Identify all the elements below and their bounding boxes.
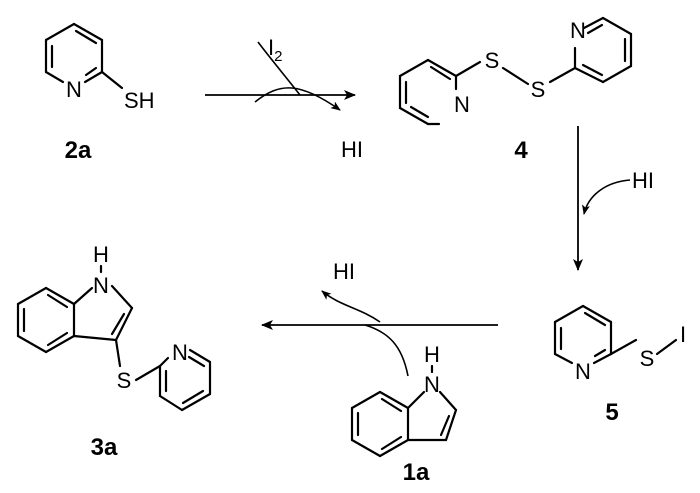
nitrogen-atom-right: N [570,18,586,43]
byproduct-out-curve [321,290,381,323]
hydrogen-atom: H [93,242,109,267]
benzene-ring [16,286,76,354]
compound-3a: H N S N 3a [16,242,212,461]
nitrogen-atom: N [575,359,591,384]
nitrogen-atom: N [424,372,440,397]
compound-label-5: 5 [605,399,618,426]
byproduct-hi-step3: HI [333,259,355,284]
c-s-bond [114,338,122,368]
sulfur-atom: S [640,346,655,371]
reagent-in-curve [582,179,631,215]
compound-5: N S I 5 [553,304,686,426]
hydrogen-atom: H [424,342,440,367]
nitrogen-atom: N [93,273,109,298]
reagent-iodine-symbol: I [268,35,274,60]
sulfur-atom-1: S [485,48,500,73]
pyridine-ring [553,304,638,365]
byproduct-hi-step1: HI [341,137,363,162]
pyridine-ring-left [398,58,482,126]
reagent-in-curve [257,41,301,96]
pyrrole-ring [72,284,134,342]
nitrogen-atom-pyridine: N [172,340,188,365]
compound-label-4: 4 [514,137,528,164]
compound-label-2a: 2a [65,137,92,164]
pyrrole-ring [406,390,458,442]
sulfur-atom: S [117,368,132,393]
disulfide-bond [501,66,530,86]
reaction-arrow-step2: HI [573,126,654,271]
nitrogen-atom-left: N [454,92,470,117]
thiol-group: SH [124,88,155,113]
pyridine-ring-right [548,16,633,84]
reagent-in-curve [364,324,409,377]
reagent-iodine-subscript: 2 [274,48,282,65]
reagent-hi-step2: HI [632,168,654,193]
sulfur-atom-2: S [531,77,546,102]
compound-label-3a: 3a [91,434,118,461]
reaction-arrow-step3: HI [261,259,498,377]
compound-label-1a: 1a [403,459,430,486]
pyridine-ring [134,348,212,412]
benzene-ring [350,390,410,458]
compound-2a: N SH 2a [44,22,155,164]
reagent-iodine: I2 [268,35,282,65]
reaction-arrow-step1: I2 HI [205,35,363,162]
byproduct-out-curve [254,87,341,111]
compound-1a: H N 1a [350,342,458,486]
compound-4: N S S N 4 [398,16,633,164]
nitrogen-atom: N [66,77,82,102]
pyridine-ring [44,22,124,90]
sulfur-iodine-bond [655,338,678,356]
iodine-atom: I [680,322,686,347]
